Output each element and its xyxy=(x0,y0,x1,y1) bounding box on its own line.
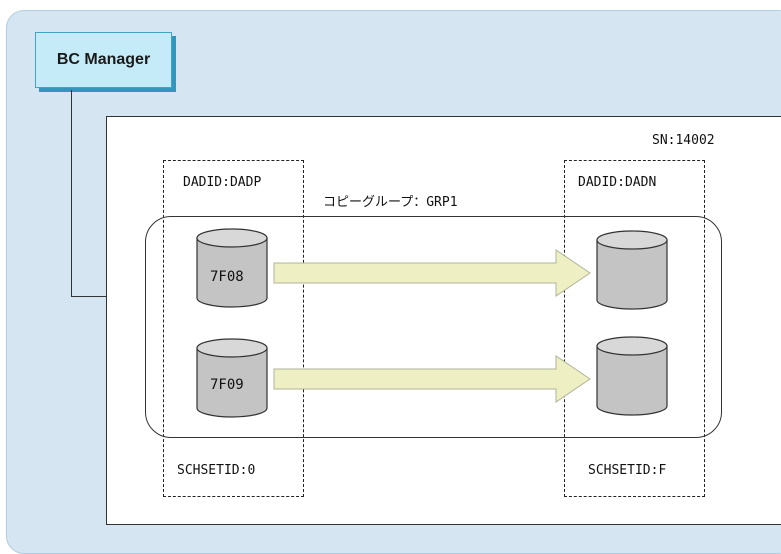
connector-line-vertical xyxy=(71,90,72,297)
secondary-schsetid-label: SCHSETID:F xyxy=(588,463,667,478)
copy-arrow-2 xyxy=(273,355,591,403)
copy-group-label: コピーグループ：GRP1 xyxy=(323,195,458,210)
primary-volume-label: 7F08 xyxy=(210,269,244,285)
copy-arrow-1 xyxy=(273,249,591,297)
secondary-device-box xyxy=(564,160,705,497)
primary-volume-7f08 xyxy=(196,228,268,308)
secondary-dadid-label: DADID:DADN xyxy=(578,175,657,190)
primary-schsetid-label: SCHSETID:0 xyxy=(177,463,256,478)
secondary-volume-2 xyxy=(596,336,668,416)
bc-manager-box: BC Manager xyxy=(35,32,172,88)
storage-serial-label: SN:14002 xyxy=(652,133,715,148)
primary-dadid-label: DADID:DADP xyxy=(183,175,262,190)
storage-system-box xyxy=(106,116,781,525)
primary-device-box xyxy=(163,160,304,497)
secondary-volume-1 xyxy=(596,230,668,310)
copy-group-frame xyxy=(145,216,722,438)
primary-volume-label: 7F09 xyxy=(210,377,244,393)
primary-volume-7f09 xyxy=(196,338,268,418)
connector-line-horizontal xyxy=(71,296,107,297)
bc-manager-label: BC Manager xyxy=(56,51,151,68)
